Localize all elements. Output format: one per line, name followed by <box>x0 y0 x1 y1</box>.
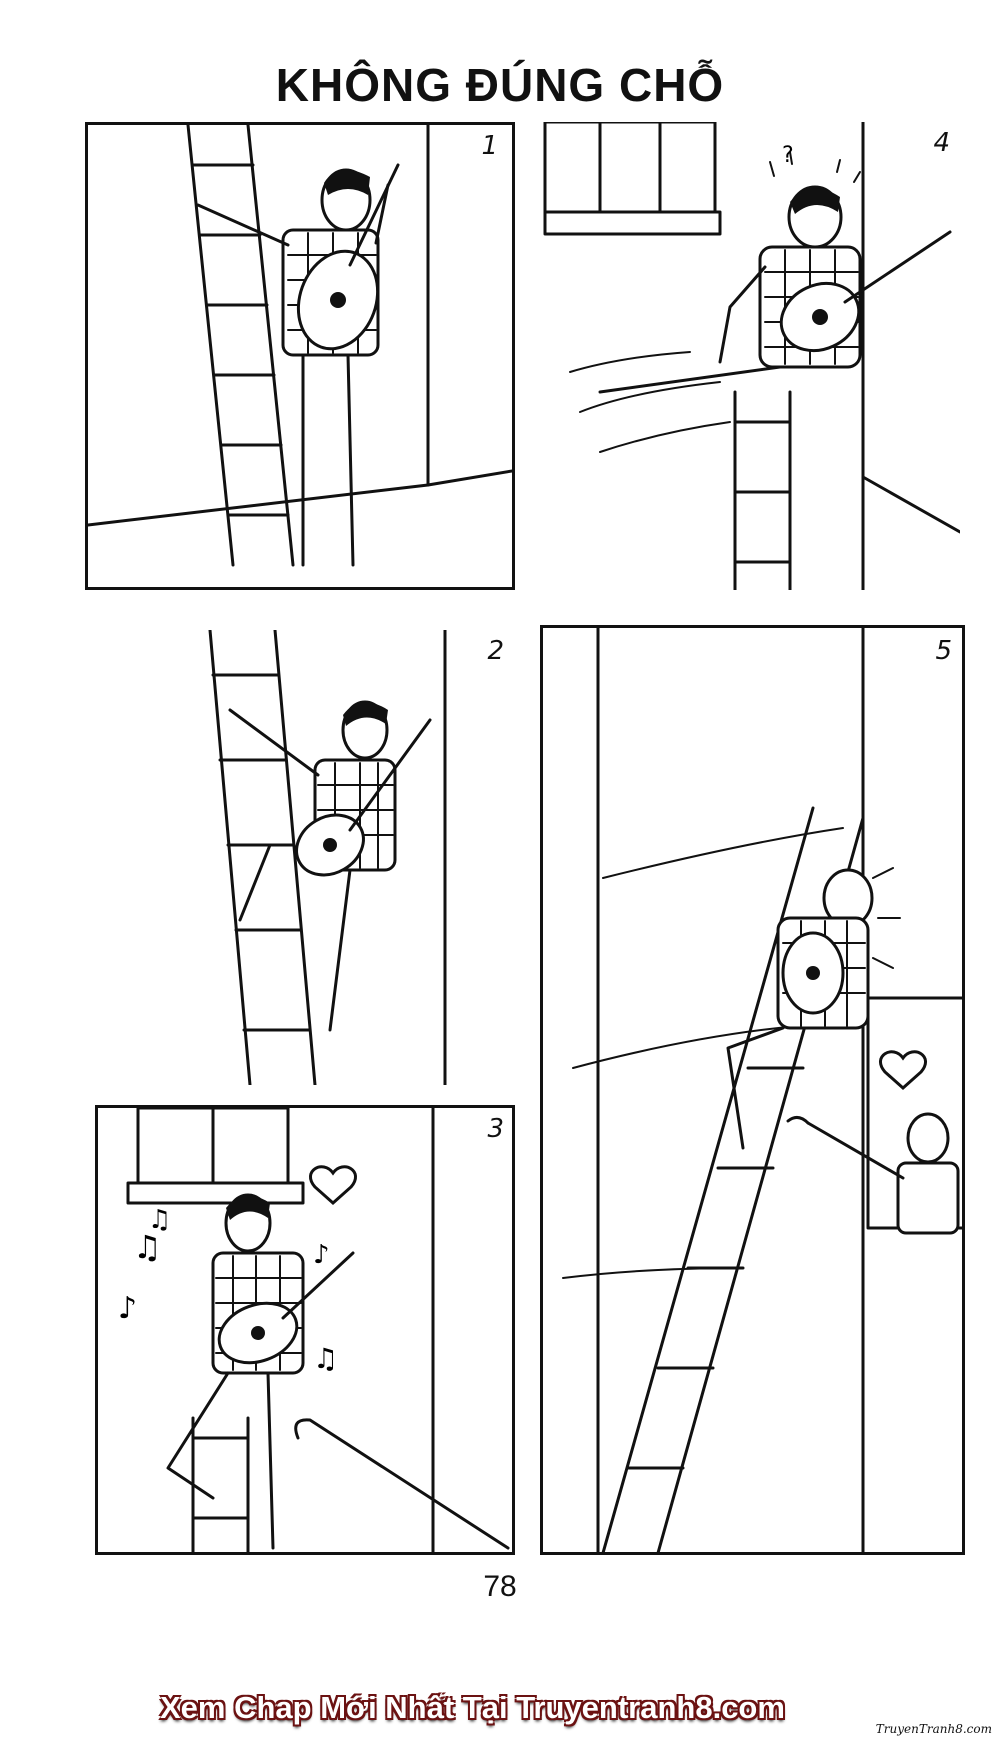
panel-number: 4 <box>933 128 950 158</box>
site-badge: TruyenTranh8.com <box>875 1722 992 1736</box>
cane-icon <box>806 1121 905 1180</box>
svg-text:♪: ♪ <box>313 1240 330 1270</box>
panel-3: 3 ♫ ♪ ♫ ♪ ♫ <box>95 1105 515 1555</box>
svg-text:♫: ♫ <box>148 1205 171 1235</box>
music-note-icon: ♫ ♪ ♫ ♪ ♫ <box>118 1205 338 1375</box>
panel-1: 1 <box>85 122 515 590</box>
svg-text:♫: ♫ <box>133 1228 162 1266</box>
guitar-icon <box>348 718 432 832</box>
heart-icon <box>879 1050 927 1091</box>
panel-number: 1 <box>481 131 498 161</box>
panel-number: 2 <box>487 636 504 666</box>
panel-2: 2 <box>150 630 510 1085</box>
svg-text:♪: ♪ <box>118 1291 137 1326</box>
panel-4: 4 ? <box>540 122 960 590</box>
svg-text:♫: ♫ <box>313 1342 338 1375</box>
panel-number: 3 <box>487 1114 504 1144</box>
watermark: Xem Chap Mới Nhất Tại Truyentranh8.com <box>160 1690 785 1725</box>
panel-5: 5 <box>540 625 965 1555</box>
page-number: 78 <box>483 1570 517 1603</box>
guitar-icon <box>843 230 952 304</box>
cane-icon <box>294 1418 510 1550</box>
ladder-icon <box>208 630 252 1085</box>
ladder-icon <box>88 125 512 567</box>
page-title: KHÔNG ĐÚNG CHỖ <box>275 59 725 111</box>
panel-number: 5 <box>935 636 952 666</box>
guitar-icon <box>281 1251 355 1320</box>
heart-icon <box>309 1165 357 1206</box>
svg-text:?: ? <box>782 143 794 168</box>
